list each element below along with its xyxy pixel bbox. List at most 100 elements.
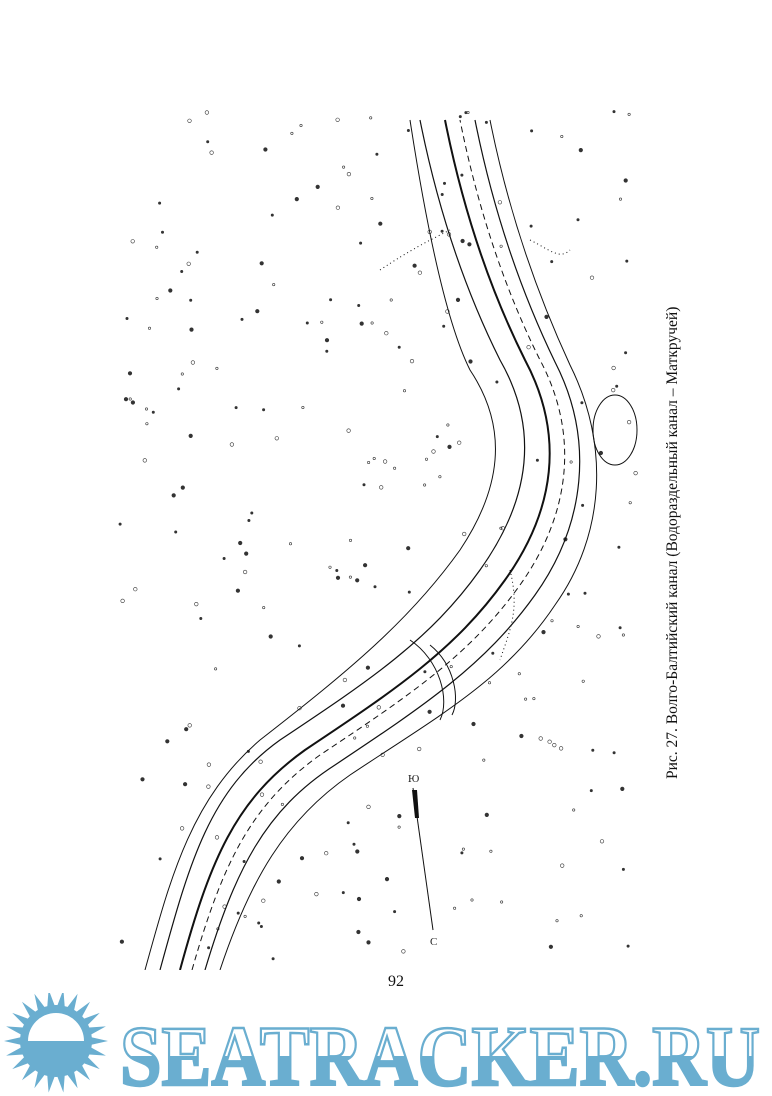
terrain-dot (160, 230, 164, 234)
terrain-dot (499, 526, 503, 530)
terrain-dot (234, 406, 238, 410)
terrain-dot (158, 857, 162, 861)
terrain-dot (263, 147, 268, 152)
terrain-dot (324, 338, 330, 343)
terrain-dot (470, 898, 474, 902)
terrain-dot (596, 634, 601, 639)
terrain-dot (243, 914, 247, 918)
terrain-dot (174, 530, 178, 534)
terrain-dot (440, 193, 444, 197)
terrain-dot (370, 197, 374, 201)
terrain-dot (620, 786, 625, 792)
terrain-dot (366, 940, 371, 945)
terrain-dot (468, 359, 473, 364)
terrain-dot (314, 891, 319, 897)
terrain-dot (615, 384, 619, 388)
terrain-dot (550, 619, 554, 623)
terrain-dot (417, 746, 422, 752)
terrain-dot (621, 633, 625, 637)
map-terrain-dots (118, 110, 638, 961)
terrain-dot (442, 181, 446, 185)
shore-line-left (144, 119, 496, 970)
terrain-dot (214, 667, 218, 671)
terrain-dot (359, 321, 364, 326)
terrain-dot (618, 626, 622, 630)
terrain-dot (259, 792, 265, 797)
terrain-dot (484, 120, 488, 124)
terrain-dot (435, 435, 439, 439)
terrain-dot (611, 365, 616, 371)
terrain-dot (155, 245, 159, 249)
terrain-dot (519, 733, 524, 739)
terrain-dot (297, 706, 302, 711)
terrain-dot (184, 727, 189, 732)
terrain-dot (530, 129, 534, 133)
terrain-dot (271, 957, 275, 961)
terrain-dot (140, 777, 145, 782)
terrain-dot (617, 545, 621, 549)
terrain-dot (305, 321, 309, 325)
terrain-dot (370, 321, 374, 325)
terrain-dot (158, 201, 162, 205)
terrain-dot (168, 288, 173, 293)
terrain-dot (320, 320, 324, 324)
terrain-dot (242, 859, 246, 863)
terrain-dot (335, 117, 340, 122)
terrain-dot (324, 851, 329, 856)
terrain-dot (142, 458, 147, 463)
terrain-dot (355, 849, 360, 854)
terrain-dot (626, 944, 630, 948)
terrain-dot (424, 457, 428, 461)
terrain-dot (272, 283, 276, 287)
terrain-dot (130, 400, 136, 405)
terrain-dot (346, 428, 351, 433)
terrain-dot (375, 152, 379, 156)
terrain-dot (446, 423, 450, 427)
terrain-dot (407, 590, 411, 594)
terrain-dot (535, 458, 539, 462)
terrain-dot (155, 297, 159, 301)
terrain-dot (376, 705, 381, 710)
terrain-dot (580, 401, 584, 405)
terrain-dot (179, 826, 185, 831)
terrain-dot (460, 238, 465, 244)
canal-dashed-line (191, 119, 566, 970)
terrain-dot (431, 449, 436, 454)
terrain-dot (548, 944, 554, 949)
terrain-dot (195, 250, 199, 254)
terrain-dot (209, 150, 214, 155)
terrain-dot (177, 387, 181, 391)
terrain-dot (495, 380, 499, 384)
terrain-dot (299, 123, 303, 127)
terrain-dot (258, 759, 263, 764)
terrain-dot (547, 739, 552, 744)
terrain-dot (276, 879, 281, 884)
terrain-dot (576, 218, 580, 222)
figure-caption: Рис. 27. Волго-Балтийский канал (Водораз… (664, 306, 681, 779)
watermark: SEATRACKER.RU (4, 993, 761, 1096)
terrain-dot (471, 721, 476, 727)
terrain-dot (123, 397, 129, 402)
terrain-dot (628, 501, 632, 505)
terrain-dot (612, 110, 616, 114)
sun-logo-icon (4, 993, 108, 1093)
terrain-dot (357, 304, 361, 308)
terrain-dot (363, 563, 368, 568)
terrain-dot (372, 456, 376, 460)
terrain-dot (532, 697, 536, 701)
terrain-dot (229, 442, 234, 447)
terrain-dot (500, 900, 504, 904)
dotted-path (379, 229, 571, 661)
terrain-dot (384, 876, 390, 882)
terrain-dot (423, 483, 427, 487)
terrain-dot (589, 275, 595, 280)
terrain-dot (289, 542, 293, 546)
terrain-dot (621, 867, 625, 871)
terrain-dot (373, 585, 377, 589)
terrain-dot (125, 317, 129, 321)
terrain-dot (130, 239, 135, 244)
terrain-dot (417, 270, 423, 275)
terrain-dot (517, 672, 521, 676)
terrain-dot (315, 184, 320, 189)
terrain-dot (460, 173, 464, 177)
